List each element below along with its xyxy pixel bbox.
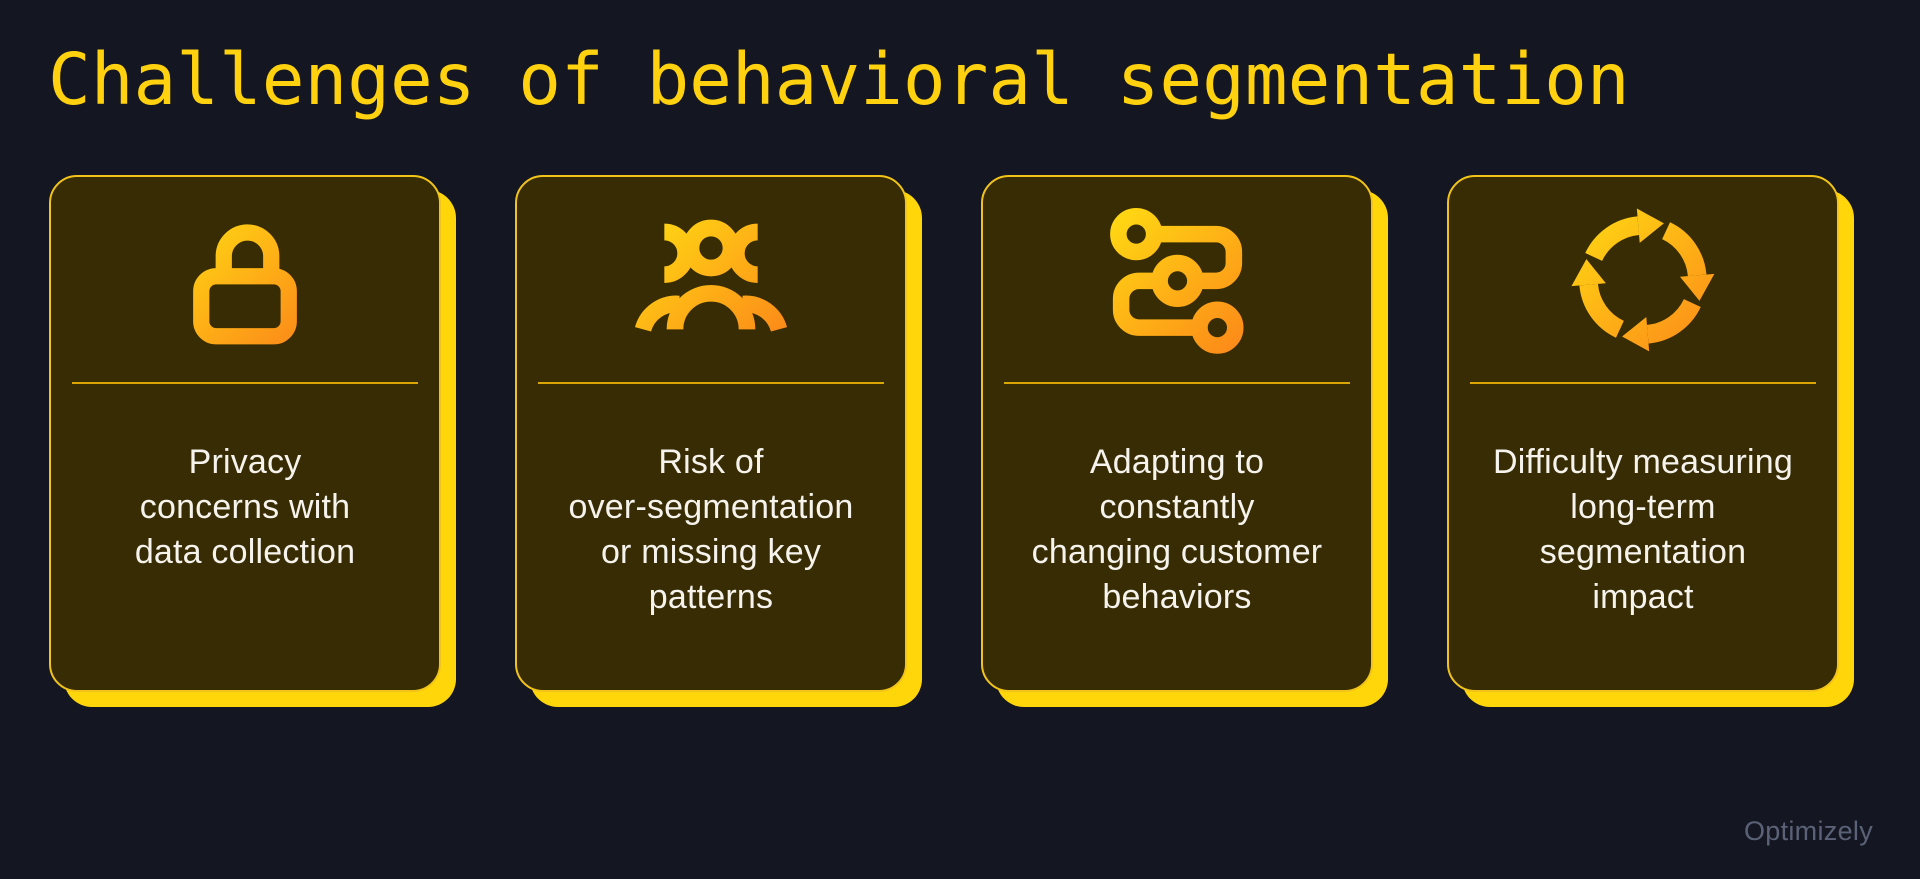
card-label: Difficulty measuring long-term segmentat… <box>1492 443 1794 616</box>
cycle-arrows-icon <box>1571 207 1715 351</box>
page-title: Challenges of behavioral segmentation <box>48 38 1630 121</box>
people-group-icon <box>634 219 788 332</box>
card-privacy: Privacy concerns with data collection <box>49 175 456 707</box>
card-measuring-impact: Difficulty measuring long-term segmentat… <box>1447 175 1854 707</box>
cards-row: Privacy concerns with data collection <box>49 175 1854 707</box>
card-changing-behaviors: Adapting to constantly changing customer… <box>981 175 1388 707</box>
route-flow-icon <box>1109 208 1243 354</box>
card-label: Adapting to constantly changing customer… <box>1031 443 1323 616</box>
card-divider <box>538 382 884 384</box>
card-divider <box>1470 382 1816 384</box>
card-label: Risk of over-segmentation or missing key… <box>568 443 854 616</box>
card-over-segmentation: Risk of over-segmentation or missing key… <box>515 175 922 707</box>
card-divider <box>1004 382 1350 384</box>
unlock-icon <box>193 223 297 344</box>
card-label: Privacy concerns with data collection <box>134 443 356 571</box>
brand-watermark: Optimizely <box>1743 816 1873 846</box>
card-divider <box>72 382 418 384</box>
